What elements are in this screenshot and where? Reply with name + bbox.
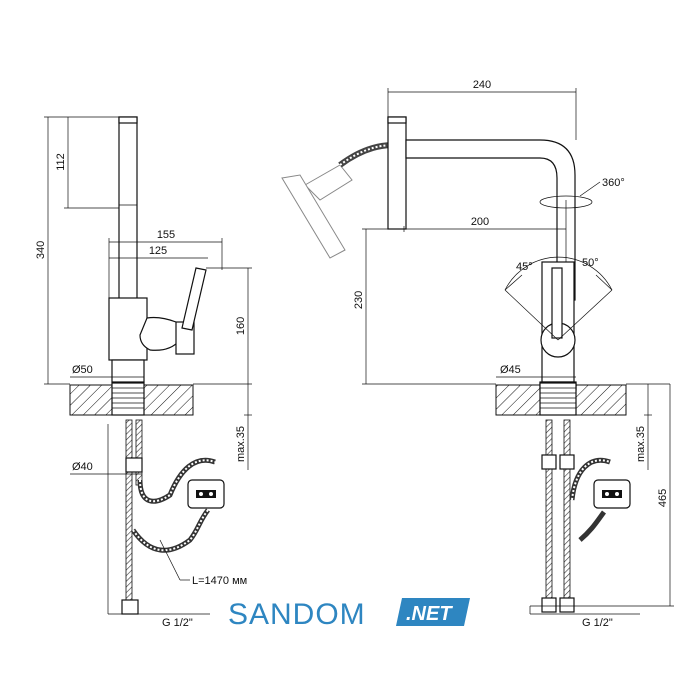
left-hose-length: L=1470 мм: [192, 575, 247, 587]
left-base-ring: [111, 359, 145, 383]
right-hose-1: [545, 419, 553, 606]
left-dim-112: 112: [55, 153, 67, 171]
left-pullout-hose-lower: [130, 508, 210, 553]
right-hose-fitting-1: [541, 597, 557, 613]
sandom-logo: SANDOM .NET: [228, 598, 470, 631]
right-view: 240 360° 200 230 45° 50° Ø45 max.35 465 …: [281, 79, 674, 629]
left-thread: G 1/2": [162, 617, 193, 629]
right-dim-d45: Ø45: [500, 364, 521, 376]
right-spout-head: [387, 116, 407, 230]
left-dim-340: 340: [35, 241, 47, 259]
left-hose-nut: [125, 457, 143, 473]
right-dim-240: 240: [473, 79, 491, 91]
right-dim-465: 465: [657, 489, 669, 507]
left-hose-fitting: [121, 599, 139, 615]
right-lever: [551, 267, 563, 339]
left-faucet-body: [108, 297, 148, 361]
left-spout-tube: [118, 116, 138, 303]
right-dim-360deg: 360°: [602, 177, 625, 189]
left-handle-hub: [139, 316, 181, 351]
left-dim-d50: Ø50: [72, 364, 93, 376]
left-spout-tip: [118, 116, 138, 124]
left-dim-125: 125: [149, 245, 167, 257]
logo-tag: .NET: [406, 603, 453, 625]
right-dim-230: 230: [353, 291, 365, 309]
right-hose-2: [563, 419, 571, 606]
left-dimension-lines: [44, 116, 252, 615]
right-hose-fitting-2: [559, 597, 575, 613]
right-thread: G 1/2": [582, 617, 613, 629]
logo-brand: SANDOM: [228, 598, 366, 631]
right-angle-50: 50°: [582, 257, 599, 269]
right-spray-head-ghost: [304, 164, 353, 201]
left-lever: [181, 267, 207, 331]
left-weight-slot: [196, 490, 216, 498]
left-hose-1: [125, 419, 133, 606]
right-dimension-lines: [362, 88, 674, 615]
left-dim-155: 155: [157, 229, 175, 241]
left-dim-max35: max.35: [235, 426, 247, 462]
left-hose-2: [135, 419, 143, 486]
logo-tag-badge: [396, 598, 470, 626]
right-rotation-arc: [504, 256, 613, 291]
left-dim-d40: Ø40: [72, 461, 93, 473]
left-dim-160: 160: [235, 317, 247, 335]
right-dim-max35: max.35: [635, 426, 647, 462]
right-dim-200: 200: [471, 216, 489, 228]
right-angle-45: 45°: [516, 261, 533, 273]
left-view: 112 340 155 125 160 Ø50 max.35 Ø40 L=147…: [35, 116, 252, 629]
